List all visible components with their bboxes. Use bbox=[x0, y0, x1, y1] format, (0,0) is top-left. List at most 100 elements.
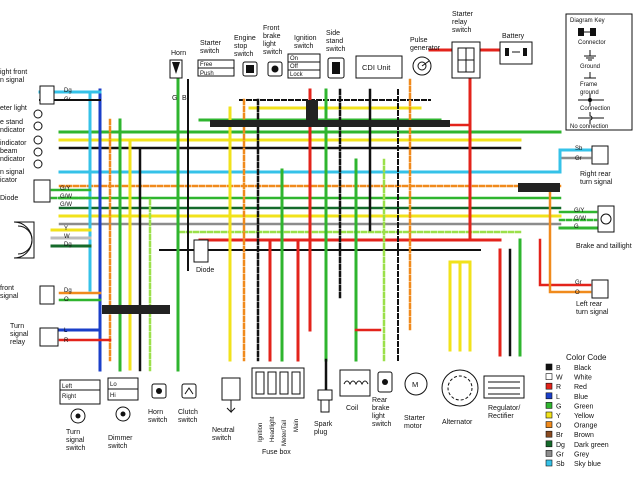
diode-left-label: Diode bbox=[0, 195, 18, 202]
rf-turn-signal-lamp bbox=[39, 85, 55, 105]
color-code-abbrev: W bbox=[556, 375, 563, 382]
color-swatch bbox=[545, 402, 553, 409]
regulator-rectifier-component: Regulator/Rectifier bbox=[483, 375, 525, 420]
color-code-abbrev: Br bbox=[556, 432, 564, 439]
wire-code-lr-gr: Gr bbox=[575, 280, 582, 286]
color-code-row: W White bbox=[545, 373, 592, 382]
horn-label: Horn bbox=[171, 50, 186, 57]
wire-code-rf-dg: Dg bbox=[64, 88, 72, 94]
key-connector-icon bbox=[578, 28, 596, 36]
battery-label: Battery bbox=[502, 33, 525, 40]
wire-code-rr-sb: Sb bbox=[575, 146, 583, 152]
dimmer-table-lo: Lo bbox=[110, 382, 117, 388]
wire-code-bt-g: G bbox=[574, 224, 579, 230]
color-code-title: Color Code bbox=[566, 353, 607, 362]
color-swatch bbox=[545, 411, 553, 419]
turn-signal-relay-box bbox=[39, 327, 59, 347]
color-code-name: Yellow bbox=[574, 413, 595, 420]
coil-label: Coil bbox=[346, 405, 359, 412]
wire-code-dio-gy: G/Y bbox=[60, 186, 70, 192]
color-code-abbrev: R bbox=[556, 384, 561, 391]
diode-left-box bbox=[33, 179, 51, 203]
harness-band-top bbox=[210, 120, 450, 127]
color-code-name: White bbox=[574, 375, 592, 382]
dimmer-switch-icon bbox=[115, 406, 131, 422]
color-code-abbrev: Gr bbox=[556, 451, 564, 458]
color-swatch bbox=[545, 363, 553, 371]
wire-code-lf-dg: Dg bbox=[64, 288, 72, 294]
color-code-name: Red bbox=[574, 384, 587, 391]
color-swatch bbox=[545, 459, 553, 467]
color-swatch bbox=[545, 440, 553, 448]
diode-center-box bbox=[193, 239, 209, 263]
dimmer-table-hi: Hi bbox=[110, 393, 116, 399]
wire-lr-orange bbox=[548, 184, 592, 294]
turn-signal-switch-icon bbox=[70, 408, 86, 424]
color-swatch bbox=[545, 421, 553, 428]
horn-component: Horn G B bbox=[169, 50, 187, 102]
regulator-rectifier-label: Regulator/Rectifier bbox=[488, 405, 520, 420]
indicator-bulbs bbox=[33, 109, 43, 169]
color-swatch bbox=[545, 430, 553, 438]
fuse-box-label: Fuse box bbox=[262, 449, 291, 456]
turn-table-right: Right bbox=[62, 394, 76, 400]
fuse-headlight-label: Headlight bbox=[270, 416, 276, 442]
cdi-unit-label: CDI Unit bbox=[362, 63, 391, 72]
fuse-box-component: Ignition Headlight Meter/Tail Main Fuse … bbox=[251, 367, 305, 456]
color-code-abbrev: L bbox=[556, 394, 560, 401]
key-connector-label: Connector bbox=[578, 40, 606, 46]
color-code-name: Blue bbox=[574, 394, 588, 401]
starter-table-push: Push bbox=[200, 71, 214, 77]
wire-code-hl-y: Y bbox=[64, 226, 68, 232]
harness-bands bbox=[102, 100, 560, 314]
wire-code-bt-gw: G/W bbox=[574, 216, 586, 222]
brake-taillight-component: G/Y G/W G Brake and taillight bbox=[574, 205, 632, 250]
wire-code-horn-b: B bbox=[182, 95, 187, 102]
cdi-unit-component: CDI Unit bbox=[355, 55, 403, 79]
color-swatch bbox=[545, 373, 553, 380]
color-code-abbrev: Sb bbox=[556, 461, 565, 468]
ign-table-off: Off bbox=[290, 64, 298, 70]
color-code-name: Dark green bbox=[574, 442, 609, 449]
key-no-connection-icon bbox=[578, 112, 604, 124]
clutch-switch-icon bbox=[181, 383, 197, 399]
meter-light-label: eter light bbox=[0, 105, 27, 112]
color-code-abbrev: O bbox=[556, 423, 562, 430]
color-code-name: Black bbox=[574, 365, 592, 372]
color-code-name: Green bbox=[574, 403, 594, 410]
color-code-row: R Red bbox=[545, 382, 587, 391]
